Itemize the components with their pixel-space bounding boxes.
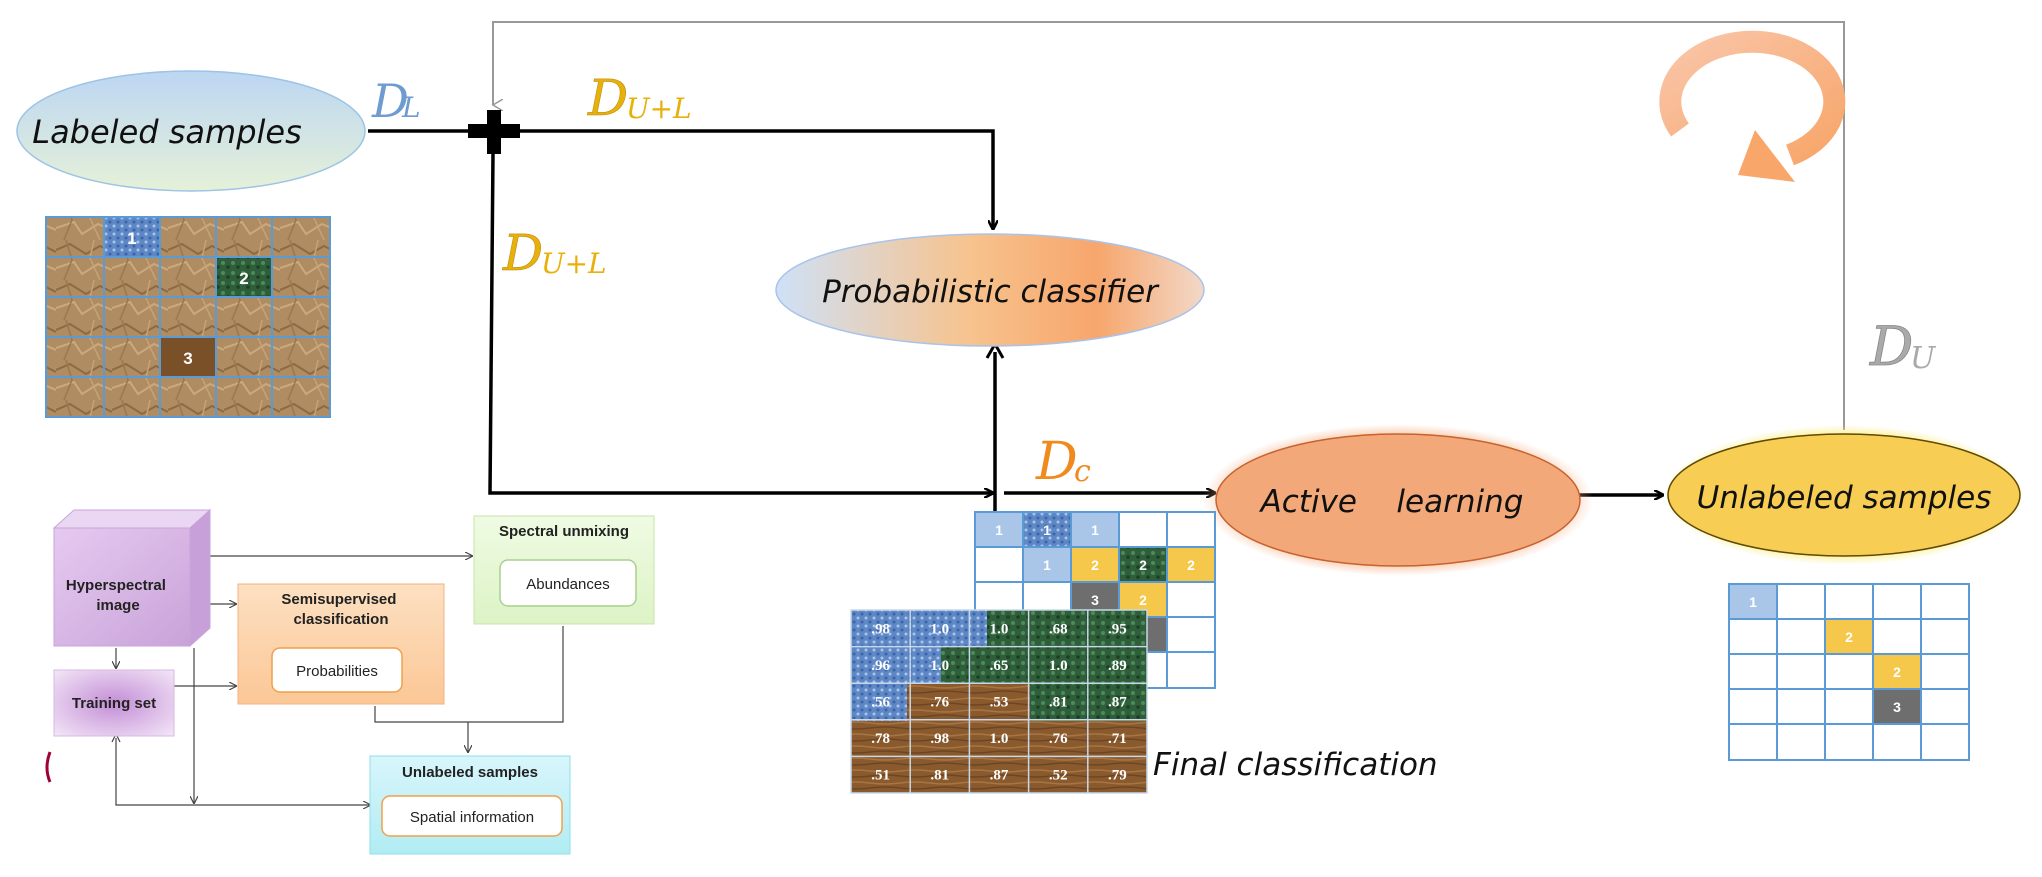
prob-grid-cell: 1.0 <box>930 621 949 637</box>
prob-grid-cell: .81 <box>1049 695 1068 711</box>
active-learning-label: Active learning <box>1259 484 1524 520</box>
active-learning-node <box>1215 433 1581 567</box>
labeled-texture-grid: 1 2 3 <box>45 216 331 418</box>
svg-text:1: 1 <box>1091 522 1099 538</box>
probability-grid: .98 1.0 1.0 .68 .95 .96 1.0 .65 1.0 .89 .56 .76 .53.… <box>850 609 1148 794</box>
svg-text:2: 2 <box>1893 664 1901 680</box>
svg-text:1: 1 <box>1043 557 1051 573</box>
training-set-label: Training set <box>72 695 156 712</box>
unlabeled-sample-grid: 1 2 2 3 <box>1728 583 1970 761</box>
final-classification-label: Final classification <box>1153 747 1438 783</box>
svg-text:Hyperspectral image: Hyperspectral image <box>66 577 170 614</box>
prob-grid-cell: .78 <box>871 731 890 747</box>
prob-grid-cell: .79 <box>1108 768 1127 784</box>
prob-grid-cell: .71 <box>1108 731 1127 747</box>
prob-grid-cell: .56 <box>871 695 890 711</box>
prob-grid-cell: 1.0 <box>1049 658 1068 674</box>
labeled-cell-1 <box>104 217 160 257</box>
svg-text:L: L <box>401 91 421 124</box>
svg-text:1: 1 <box>995 522 1003 538</box>
prob-grid-cell: .95 <box>1108 621 1127 637</box>
prob-grid-cell: .87 <box>990 768 1009 784</box>
svg-text:U+L: U+L <box>626 92 692 125</box>
probabilities-label: Probabilities <box>296 663 378 680</box>
prob-grid-cell: .98 <box>871 621 890 637</box>
symbol-dul-left: D U+L <box>502 224 607 283</box>
prob-grid-cell: 1.0 <box>990 731 1009 747</box>
spatial-info-box <box>381 795 563 837</box>
prob-grid-cell: .81 <box>930 768 949 784</box>
prob-grid-cell: .87 <box>1108 695 1127 711</box>
svg-text:3: 3 <box>1091 592 1099 608</box>
labeled-num-3: 3 <box>183 349 192 368</box>
prob-grid-cell: .52 <box>1049 768 1068 784</box>
svg-text:2: 2 <box>1091 557 1099 573</box>
labeled-samples-node <box>16 70 366 192</box>
svg-text:D: D <box>1869 315 1913 378</box>
prob-grid-cell: .98 <box>930 731 949 747</box>
abundances-box <box>499 559 637 607</box>
svg-text:3: 3 <box>1893 699 1901 715</box>
labeled-cell-3 <box>160 337 216 377</box>
sub-unlabeled-label: Unlabeled samples <box>402 764 538 781</box>
svg-text:Semisupervised classific: Semisupervised classification <box>281 591 400 628</box>
dul-left-connector <box>488 153 992 493</box>
framework-subdiagram: Hyperspectral image Training set Semisup… <box>45 508 655 855</box>
svg-text:U+L: U+L <box>541 247 607 280</box>
plus-junction-vertical <box>487 110 501 154</box>
svg-text:2: 2 <box>1139 557 1147 573</box>
unlabeled-samples-node <box>1667 433 2021 557</box>
prob-grid-cell: .76 <box>1049 731 1068 747</box>
prob-grid-cell: .96 <box>871 658 890 674</box>
probabilistic-classifier-node <box>775 233 1205 347</box>
svg-text:U: U <box>1910 341 1937 376</box>
svg-text:D: D <box>502 224 543 282</box>
feedback-loop-line <box>493 21 1845 430</box>
prob-grid-cell: .65 <box>990 658 1009 674</box>
labeled-num-2: 2 <box>239 269 248 288</box>
labeled-num-1: 1 <box>127 229 136 248</box>
prob-grid-cell: .51 <box>871 768 890 784</box>
abundances-label: Abundances <box>526 576 609 593</box>
svg-text:1: 1 <box>1749 594 1757 610</box>
prob-grid-cell: .68 <box>1049 621 1068 637</box>
labeled-samples-label: Labeled samples <box>32 113 302 151</box>
symbol-dul-top: D U+L <box>587 69 692 128</box>
probabilities-box <box>271 647 403 693</box>
training-set-box <box>53 669 175 737</box>
labeled-cell-2 <box>216 257 272 297</box>
prob-grid-cell: .53 <box>990 695 1009 711</box>
prob-grid-cell: .89 <box>1108 658 1127 674</box>
symbol-dl: D L <box>371 74 421 128</box>
symbol-dc: D c <box>1035 432 1091 492</box>
unlabeled-samples-label: Unlabeled samples <box>1697 480 1992 516</box>
spatial-info-label: Spatial information <box>410 809 534 826</box>
prob-grid-cell: 1.0 <box>990 621 1009 637</box>
svg-text:D: D <box>587 69 628 127</box>
circular-refresh-icon <box>1659 30 1846 182</box>
symbol-du: D U <box>1869 315 1937 379</box>
svg-text:2: 2 <box>1845 629 1853 645</box>
hyperspectral-cube: Hyperspectral image <box>52 508 212 648</box>
dul-top-connector <box>520 129 993 228</box>
stray-mark <box>45 751 52 783</box>
svg-text:D: D <box>371 74 409 128</box>
spectral-unmixing-label: Spectral unmixing <box>499 523 629 540</box>
svg-text:c: c <box>1074 454 1091 489</box>
probabilistic-classifier-label: Probabilistic classifier <box>822 274 1160 310</box>
svg-text:D: D <box>1035 432 1078 492</box>
prob-grid-cell: 1.0 <box>930 658 949 674</box>
svg-text:1: 1 <box>1043 522 1051 538</box>
svg-text:2: 2 <box>1139 592 1147 608</box>
prob-grid-cell: .76 <box>930 695 949 711</box>
svg-text:2: 2 <box>1187 557 1195 573</box>
